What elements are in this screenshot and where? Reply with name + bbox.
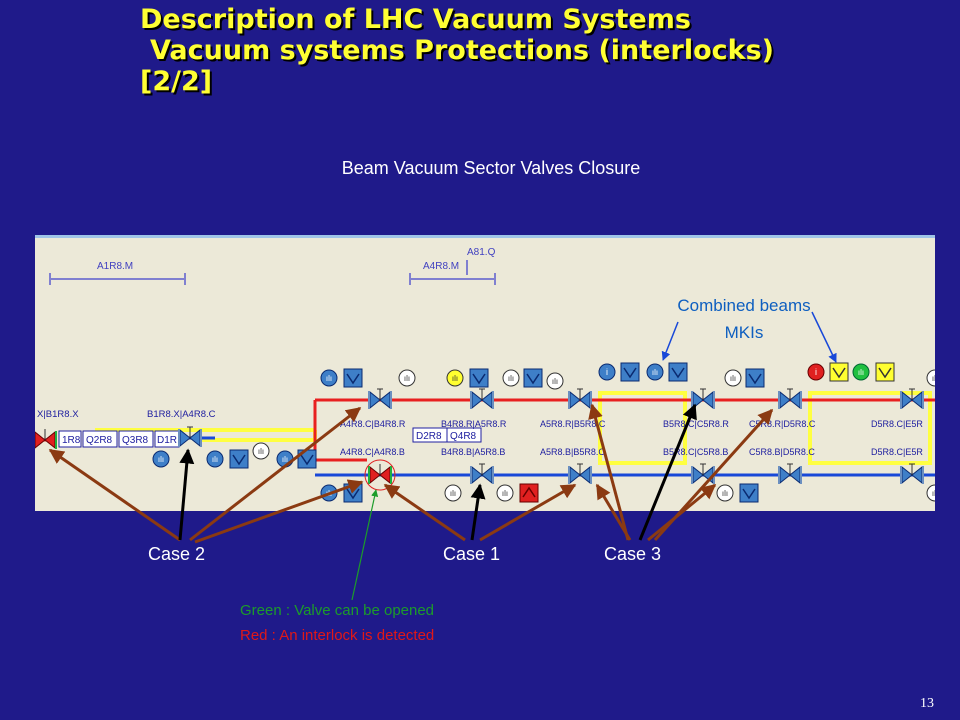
case-2-label: Case 2 <box>148 544 206 564</box>
mki-callout-line-2: MKIs <box>724 323 764 342</box>
case-1-label: Case 1 <box>443 544 501 564</box>
valve-label-c5r8b-d5r8c: C5R8.B|D5R8.C <box>749 447 815 457</box>
arrow-case1-to-red-valve <box>383 483 466 542</box>
svg-text:i: i <box>815 367 817 377</box>
arrow-case2-black <box>178 448 195 541</box>
valve-label-d5r8c-e5r-upper: D5R8.C|E5R <box>871 419 923 429</box>
mki-callout: Combined beams MKIs <box>644 292 844 346</box>
magnet-label-q4r8: Q4R8 <box>450 431 477 442</box>
magnet-label-q2r8: Q2R8 <box>86 435 113 446</box>
valve-label-d5r8c-e5r-lower: D5R8.C|E5R <box>871 447 923 457</box>
legend-green: Green : Valve can be opened <box>240 602 435 619</box>
valve-label-b4r8r-a5r8r: B4R8.R|A5R8.R <box>441 419 507 429</box>
svg-text:i: i <box>606 367 608 377</box>
arrow-case3-to-b5r8-lower <box>595 483 632 541</box>
slide-title-line-2: Vacuum systems Protections (interlocks) <box>150 35 774 66</box>
arrow-case2-to-lower-valve <box>194 479 364 544</box>
valve-label-b5r8c-c5r8r: B5R8.C|C5R8.R <box>663 419 729 429</box>
case-3-label: Case 3 <box>604 544 662 564</box>
svg-text:ılı: ılı <box>452 374 458 383</box>
valve-label-a4r8c-b4r8r: A4R8.C|B4R8.R <box>340 419 406 429</box>
arrow-case3-to-b5r8-upper <box>588 403 630 541</box>
valve-label-a5r8b-b5r8c: A5R8.B|B5R8.C <box>540 447 605 457</box>
sector-label-a1r8m: A1R8.M <box>97 261 133 272</box>
arrow-mki-right <box>811 311 837 363</box>
magnet-label-d2r8: D2R8 <box>416 431 442 442</box>
slide-title: Description of LHC Vacuum Systems Vacuum… <box>140 4 774 97</box>
vacuum-synoptic-panel: ılı ılı A1R8.M A4R8.M A81.Q <box>35 235 935 511</box>
slide-subtitle: Beam Vacuum Sector Valves Closure <box>341 158 641 178</box>
arrow-mki-left <box>661 321 679 361</box>
legend-red: Red : An interlock is detected <box>240 627 435 644</box>
magnet-label-q3r8: Q3R8 <box>122 435 149 446</box>
valve-label-b4r8b-a5r8b: B4R8.B|A5R8.B <box>441 447 505 457</box>
mki-callout-line-1: Combined beams <box>677 296 811 315</box>
arrow-case1-black <box>470 483 486 541</box>
arrow-case3-to-d5r8 <box>653 408 774 542</box>
valve-label-b1r8x-a4r8c: B1R8.X|A4R8.C <box>147 409 216 420</box>
arrow-case1-to-right <box>479 483 577 542</box>
sector-label-a4r8m: A4R8.M <box>423 261 459 272</box>
valve-label-c5r8r-d5r8c: C5R8.R|D5R8.C <box>749 419 816 429</box>
slide-title-line-3: [2/2] <box>140 66 213 97</box>
svg-text:ılı: ılı <box>858 368 864 377</box>
arrow-case2-to-upper-valve <box>189 406 362 542</box>
arrow-case2-to-left-valve <box>48 448 181 542</box>
magnet-label-d1r: D1R <box>157 435 177 446</box>
valve-label-a4r8c-a4r8b: A4R8.C|A4R8.B <box>340 447 405 457</box>
valve-label-x-b1r8x: X|B1R8.X <box>37 409 79 420</box>
page-number: 13 <box>920 696 934 711</box>
slide-title-line-1: Description of LHC Vacuum Systems <box>140 4 691 35</box>
valve-label-b5r8c-c5r8b: B5R8.C|C5R8.B <box>663 447 728 457</box>
valve-label-a5r8r-b5r8c: A5R8.R|B5R8.C <box>540 419 606 429</box>
sector-label-a81q: A81.Q <box>467 247 496 258</box>
arrow-legend-to-valve <box>351 489 379 601</box>
magnet-label-1r8: 1R8 <box>62 435 81 446</box>
arrow-case3-black <box>638 403 697 541</box>
